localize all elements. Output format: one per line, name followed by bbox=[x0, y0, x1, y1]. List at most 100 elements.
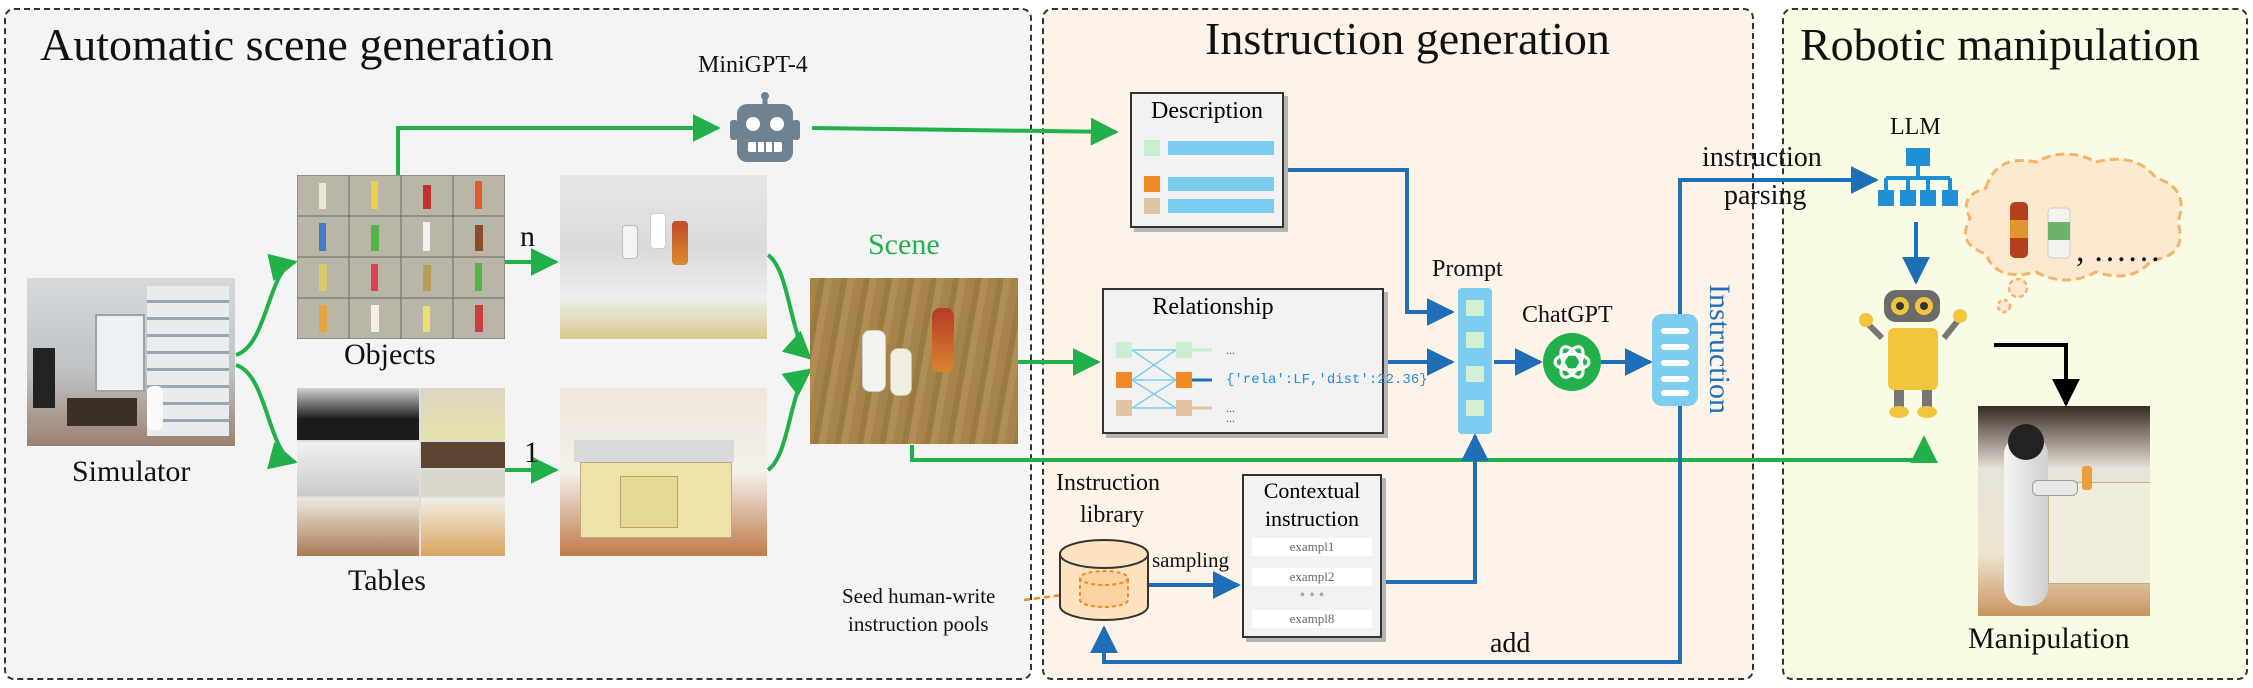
instruction-line-5 bbox=[1661, 390, 1689, 396]
thought-bubble bbox=[1964, 152, 2183, 314]
manipulation-counter bbox=[2048, 482, 2150, 584]
simulator-label: Simulator bbox=[72, 455, 191, 488]
simulator-tv bbox=[33, 348, 55, 408]
description-bar-3 bbox=[1168, 199, 1274, 213]
arrow-simulator-objects bbox=[235, 253, 298, 357]
arrow-instruction-llm bbox=[1678, 166, 1879, 318]
prompt-cell-1 bbox=[1466, 300, 1484, 316]
seed-label-line1: Seed human-write bbox=[842, 584, 996, 608]
library-label-line2: library bbox=[1080, 502, 1144, 528]
table-thumb-7 bbox=[421, 498, 505, 556]
relationship-code: {'rela':LF,'dist':22.36} bbox=[1226, 372, 1428, 388]
library-database-icon bbox=[1059, 539, 1149, 621]
simulator-robot bbox=[147, 386, 163, 430]
simulator-image bbox=[27, 278, 235, 446]
instruction-line-3 bbox=[1661, 360, 1689, 366]
instruction-vertical-label: Instruction bbox=[1703, 284, 1736, 414]
manipulation-label: Manipulation bbox=[1968, 622, 2130, 655]
example-row-2: exampl2 bbox=[1252, 568, 1372, 586]
tables-collage-image bbox=[297, 388, 505, 556]
robot-cartoon-icon bbox=[1859, 290, 1967, 418]
prompt-cell-4 bbox=[1466, 400, 1484, 416]
manipulation-image bbox=[1978, 406, 2150, 616]
manipulation-robot-arm bbox=[2032, 480, 2078, 496]
description-bar-1 bbox=[1168, 141, 1274, 155]
instruction-line-1 bbox=[1661, 328, 1689, 334]
instruction-line-4 bbox=[1661, 376, 1689, 382]
arrow-bottom-scene bbox=[766, 368, 813, 472]
table-top bbox=[574, 440, 734, 462]
objects-grid-image bbox=[297, 175, 505, 339]
instruction-line-2 bbox=[1661, 344, 1689, 350]
simulator-counter bbox=[67, 398, 137, 426]
contextual-instruction-box: Contextual instruction exampl1 exampl2 •… bbox=[1242, 474, 1382, 638]
simulator-door bbox=[95, 314, 145, 392]
relationship-title: Relationship bbox=[1152, 294, 1274, 320]
bottle-milk bbox=[650, 213, 666, 249]
table-thumb-1 bbox=[297, 388, 419, 440]
prompt-block bbox=[1458, 288, 1492, 434]
parsing-label-line2: parsing bbox=[1724, 180, 1807, 211]
table-thumb-5 bbox=[421, 470, 505, 496]
chatgpt-label: ChatGPT bbox=[1522, 302, 1613, 328]
arrow-add-library bbox=[1090, 406, 1682, 664]
table-thumb-6 bbox=[297, 498, 419, 556]
parsing-label-line1: instruction bbox=[1702, 142, 1822, 173]
seed-label-line2: instruction pools bbox=[848, 612, 989, 636]
minigpt-robot-icon bbox=[730, 92, 800, 162]
description-title: Description bbox=[1151, 98, 1263, 124]
add-label: add bbox=[1490, 628, 1531, 659]
arrow-contextual-prompt bbox=[1382, 433, 1489, 584]
bubble-ellipsis: , …… bbox=[2076, 232, 2161, 269]
sampling-label: sampling bbox=[1152, 548, 1229, 572]
contextual-title-line2: instruction bbox=[1264, 506, 1360, 531]
description-square-tan bbox=[1144, 198, 1160, 214]
bottle-white bbox=[622, 225, 638, 259]
manipulation-robot-head bbox=[2008, 424, 2044, 460]
svg-text:...: ... bbox=[1226, 401, 1235, 415]
placed-objects-image bbox=[560, 175, 767, 339]
n-label: n bbox=[520, 220, 535, 253]
scene-generation-title: Automatic scene generation bbox=[40, 19, 554, 70]
table-shelf bbox=[620, 476, 678, 528]
llm-label: LLM bbox=[1890, 114, 1941, 140]
objects-grid bbox=[297, 175, 505, 339]
example-row-1: exampl1 bbox=[1252, 538, 1372, 556]
arrow-objects-minigpt bbox=[396, 114, 721, 175]
instruction-generation-title: Instruction generation bbox=[1205, 13, 1610, 64]
arrow-scene-robot bbox=[910, 435, 1938, 464]
arrow-description-prompt bbox=[1284, 168, 1455, 326]
arrow-minigpt-description bbox=[811, 117, 1119, 146]
objects-label: Objects bbox=[344, 338, 436, 371]
description-square-green bbox=[1144, 140, 1160, 156]
instruction-block bbox=[1652, 314, 1698, 406]
scene-bottle-1 bbox=[862, 330, 886, 392]
scene-topdown-image bbox=[810, 278, 1018, 444]
svg-text:...: ... bbox=[1226, 411, 1235, 424]
svg-text:...: ... bbox=[1226, 343, 1235, 357]
minigpt-label: MiniGPT-4 bbox=[698, 52, 808, 78]
robotic-manipulation-title: Robotic manipulation bbox=[1800, 19, 2200, 70]
arrow-top-scene bbox=[766, 253, 813, 360]
scene-label: Scene bbox=[868, 228, 940, 261]
relationship-graph: ... ... ... bbox=[1116, 342, 1235, 424]
chatgpt-logo-icon bbox=[1543, 333, 1601, 391]
example-row-8: exampl8 bbox=[1252, 610, 1372, 628]
placed-table-image bbox=[560, 388, 767, 556]
example-dots: • • • bbox=[1299, 587, 1325, 604]
one-label: 1 bbox=[524, 436, 539, 469]
table-thumb-4 bbox=[421, 442, 505, 468]
prompt-label: Prompt bbox=[1432, 256, 1503, 282]
prompt-cell-2 bbox=[1466, 332, 1484, 348]
llm-hierarchy-icon bbox=[1878, 148, 1958, 206]
relationship-box: Relationship ... ... ... {'rela':LF,'dis… bbox=[1102, 288, 1428, 434]
table-thumb-3 bbox=[297, 442, 419, 496]
prompt-cell-3 bbox=[1466, 366, 1484, 382]
contextual-title-line1: Contextual bbox=[1263, 478, 1361, 503]
description-bar-2 bbox=[1168, 177, 1274, 191]
description-square-orange bbox=[1144, 176, 1160, 192]
scene-bottle-3 bbox=[932, 308, 954, 372]
bottle-tea bbox=[672, 221, 688, 265]
tables-label: Tables bbox=[348, 564, 426, 597]
